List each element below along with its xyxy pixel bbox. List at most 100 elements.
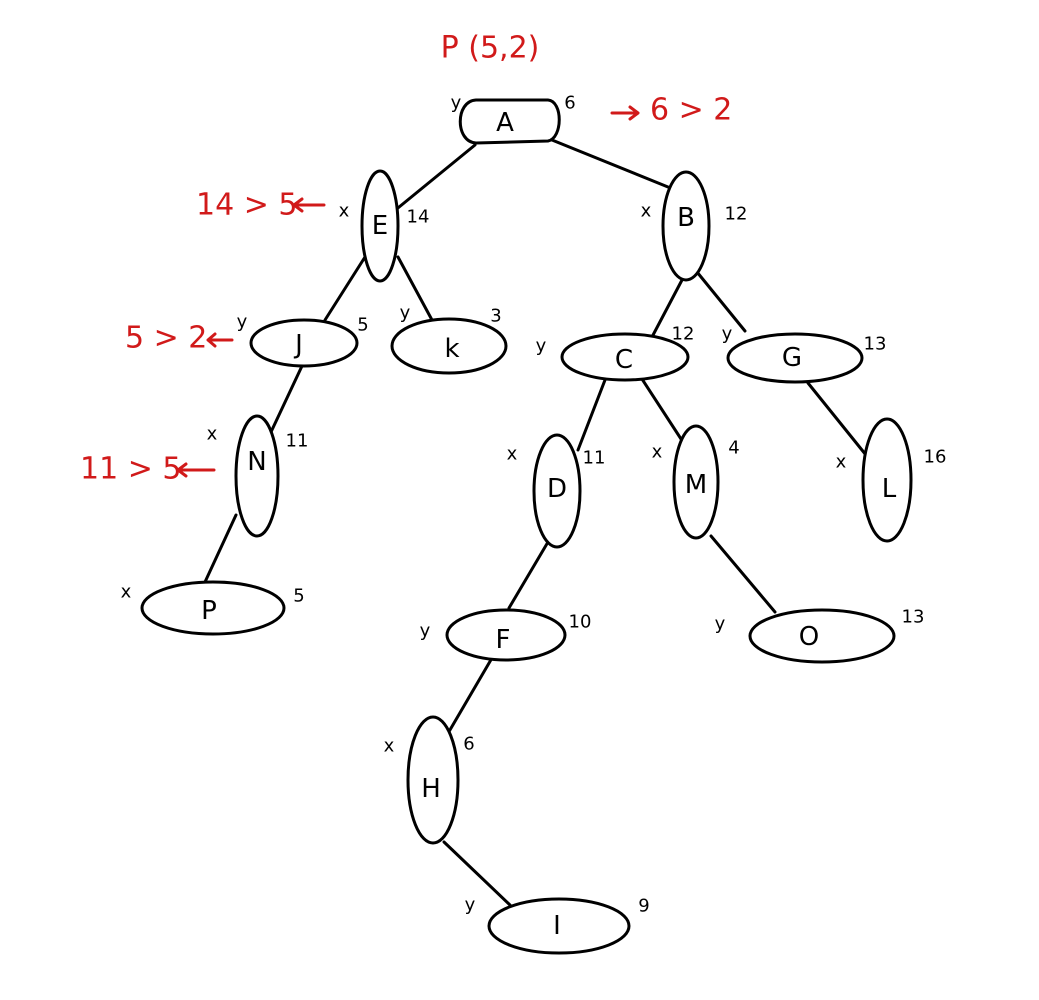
node-d-shape — [532, 433, 582, 549]
node-k-label: k — [444, 334, 459, 364]
node-h-axis: x — [384, 736, 395, 757]
edge-d-f — [507, 540, 550, 610]
node-g-value: 13 — [864, 334, 887, 355]
node-k-shape — [390, 317, 508, 375]
node-b-axis: x — [641, 201, 652, 222]
node-c-axis: y — [536, 336, 547, 357]
edge-n-p — [203, 513, 238, 584]
node-m: M x 4 — [652, 424, 740, 540]
edge-f-h — [445, 656, 494, 737]
node-k: k y 3 — [390, 303, 508, 375]
node-f-axis: y — [420, 621, 431, 642]
node-d-label: D — [547, 474, 567, 504]
node-h-label: H — [421, 774, 441, 804]
node-g-shape — [726, 332, 864, 384]
node-p: P x 5 — [121, 580, 305, 636]
node-k-axis: y — [400, 303, 411, 324]
edge-e-j — [323, 255, 367, 322]
annotation-e: 14 > 5 — [196, 188, 326, 223]
edge-b-c — [650, 278, 684, 339]
node-m-axis: x — [652, 442, 663, 463]
node-c-label: C — [615, 345, 633, 375]
node-j-axis: y — [237, 312, 248, 333]
node-j-shape — [249, 318, 359, 368]
node-p-value: 5 — [293, 586, 304, 607]
node-o-label: O — [799, 622, 819, 652]
edge-g-l — [806, 381, 872, 462]
edge-a-e — [391, 143, 477, 214]
node-j-value: 5 — [357, 315, 368, 336]
node-i-shape — [487, 897, 631, 955]
node-m-shape — [672, 424, 720, 540]
node-p-axis: x — [121, 582, 132, 603]
node-o-shape — [748, 608, 896, 664]
node-a-shape — [458, 98, 561, 145]
node-f: F y 10 — [420, 608, 592, 662]
node-c-value: 12 — [672, 324, 695, 345]
node-a: A y 6 — [451, 93, 576, 145]
node-p-shape — [140, 580, 286, 636]
node-n-label: N — [247, 447, 266, 477]
node-k-value: 3 — [490, 306, 501, 327]
edge-j-n — [269, 364, 304, 434]
node-l-value: 16 — [924, 447, 947, 468]
annotation-a-arrow — [610, 105, 640, 121]
annotation-j-arrow — [206, 332, 234, 348]
node-a-axis: y — [451, 93, 462, 114]
node-o-value: 13 — [902, 607, 925, 628]
node-f-value: 10 — [569, 612, 592, 633]
node-i-label: I — [553, 911, 561, 941]
node-h-value: 6 — [463, 734, 474, 755]
edge-c-m — [640, 377, 685, 444]
node-m-label: M — [685, 470, 707, 500]
edge-e-k — [396, 255, 434, 322]
node-g-label: G — [782, 343, 802, 373]
query-title: P (5,2) — [441, 31, 540, 66]
node-e-axis: x — [339, 201, 350, 222]
node-n-value: 11 — [286, 431, 309, 452]
annotation-a-text: 6 > 2 — [650, 93, 732, 128]
annotation-a: 6 > 2 — [610, 93, 732, 128]
edge-h-i — [442, 840, 512, 907]
annotation-j-text: 5 > 2 — [125, 321, 207, 356]
node-d-axis: x — [507, 444, 518, 465]
node-m-value: 4 — [728, 438, 739, 459]
annotation-n-arrow — [176, 462, 216, 478]
node-h: H x 6 — [384, 715, 475, 845]
node-e-label: E — [372, 211, 388, 241]
node-g-axis: y — [722, 324, 733, 345]
node-h-shape — [406, 715, 460, 845]
node-a-label: A — [496, 108, 514, 138]
node-b: B x 12 — [641, 170, 748, 282]
node-j: J y 5 — [237, 312, 369, 368]
node-d: D x 11 — [507, 433, 606, 549]
node-c: C y 12 — [536, 324, 695, 382]
edges — [203, 138, 872, 907]
node-l-label: L — [882, 474, 897, 504]
node-l: L x 16 — [836, 417, 947, 543]
node-o: O y 13 — [715, 607, 925, 664]
node-d-value: 11 — [583, 448, 606, 469]
node-b-shape — [661, 170, 711, 282]
edge-m-o — [709, 534, 777, 614]
node-g: G y 13 — [722, 324, 887, 384]
node-f-shape — [445, 608, 567, 662]
node-n: N x 11 — [207, 414, 309, 538]
node-l-shape — [861, 417, 913, 543]
edge-c-d — [576, 378, 607, 452]
annotation-n: 11 > 5 — [80, 452, 216, 487]
annotation-j: 5 > 2 — [125, 321, 234, 356]
node-o-axis: y — [715, 614, 726, 635]
node-a-value: 6 — [564, 93, 575, 114]
edge-a-b — [550, 138, 670, 189]
node-i: I y 9 — [465, 895, 650, 955]
node-f-label: F — [496, 625, 511, 655]
node-i-axis: y — [465, 895, 476, 916]
annotation-e-arrow — [292, 197, 326, 213]
node-j-label: J — [293, 330, 303, 360]
node-b-value: 12 — [725, 204, 748, 225]
node-e: E x 14 — [339, 169, 430, 283]
node-e-shape — [360, 169, 400, 283]
node-e-value: 14 — [407, 207, 430, 228]
